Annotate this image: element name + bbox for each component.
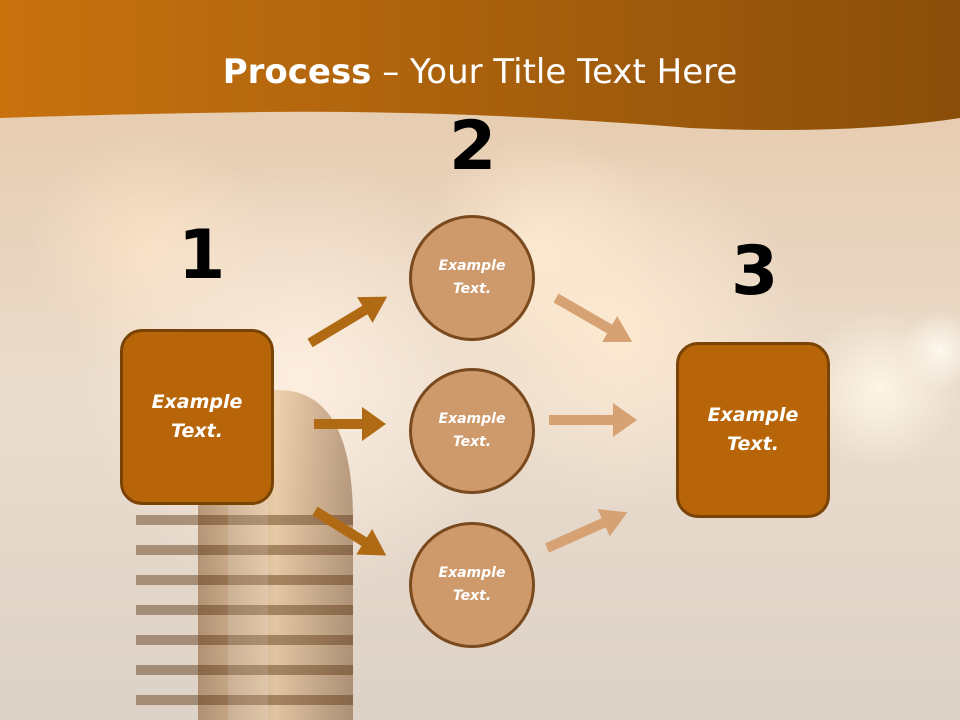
step-2-circle-top: Example Text. (409, 215, 535, 341)
step-number-2: 2 (449, 107, 497, 186)
arrow-up-right-icon (307, 296, 388, 348)
step-number-3: 3 (731, 232, 779, 311)
arrow-down-right-icon (312, 506, 387, 556)
arrow-up-right-icon (544, 509, 628, 553)
header-banner (0, 0, 960, 131)
step-3-box: Example Text. (676, 342, 830, 518)
arrow-right-icon (314, 407, 386, 441)
step-number-1: 1 (178, 216, 226, 295)
page-title: Process – Your Title Text Here (0, 52, 960, 92)
step-2-circle-bottom: Example Text. (409, 522, 535, 648)
title-bold: Process (222, 52, 372, 92)
arrow-down-right-icon (553, 293, 633, 342)
step-1-box: Example Text. (120, 329, 274, 505)
arrow-right-icon (549, 403, 637, 437)
title-rest: – Your Title Text Here (371, 52, 738, 92)
step-2-circle-middle: Example Text. (409, 368, 535, 494)
